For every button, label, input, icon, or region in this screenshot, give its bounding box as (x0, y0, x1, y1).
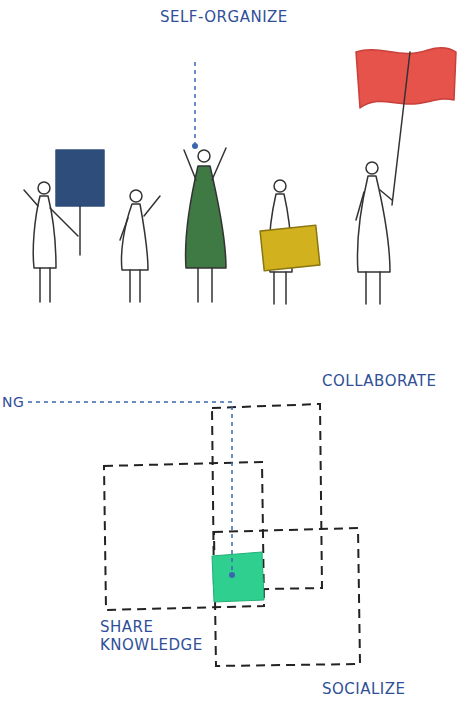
figure-head (274, 180, 286, 192)
figure-body (121, 204, 148, 270)
blue-sign (56, 150, 104, 206)
yellow-folder (260, 225, 320, 271)
leader-dot (192, 143, 198, 149)
region-label: COLLABORATE (322, 372, 472, 390)
figure-arms (24, 190, 78, 236)
leader-dot (229, 572, 235, 578)
figure-head (38, 182, 50, 194)
flag-pole (392, 52, 410, 205)
region-label: SOCIALIZE (322, 680, 462, 698)
figure-legs (130, 270, 140, 302)
overlap-square (212, 552, 264, 602)
figure-arms (184, 148, 226, 180)
figure-legs (198, 268, 212, 302)
figure-head (130, 190, 142, 202)
figure-head (366, 162, 378, 174)
leader-line (28, 402, 232, 572)
figure-legs (40, 268, 50, 302)
figure-arms (356, 190, 392, 220)
green-figure-body (186, 166, 226, 268)
stick-figures (24, 48, 456, 304)
figure-legs (274, 272, 286, 304)
callout-label: SELF-ORGANIZE (160, 8, 320, 26)
figure-head (198, 150, 210, 162)
figure-legs (366, 272, 380, 304)
red-flag (356, 48, 456, 108)
figure-body (357, 176, 390, 272)
share-knowledge-square (104, 462, 264, 610)
leader-line (194, 62, 196, 143)
sign-pole (79, 206, 81, 255)
callout-label: NG (2, 394, 42, 411)
figure-arms (120, 196, 160, 240)
region-label: SHARE KNOWLEDGE (100, 618, 210, 654)
figure-body (33, 196, 56, 268)
